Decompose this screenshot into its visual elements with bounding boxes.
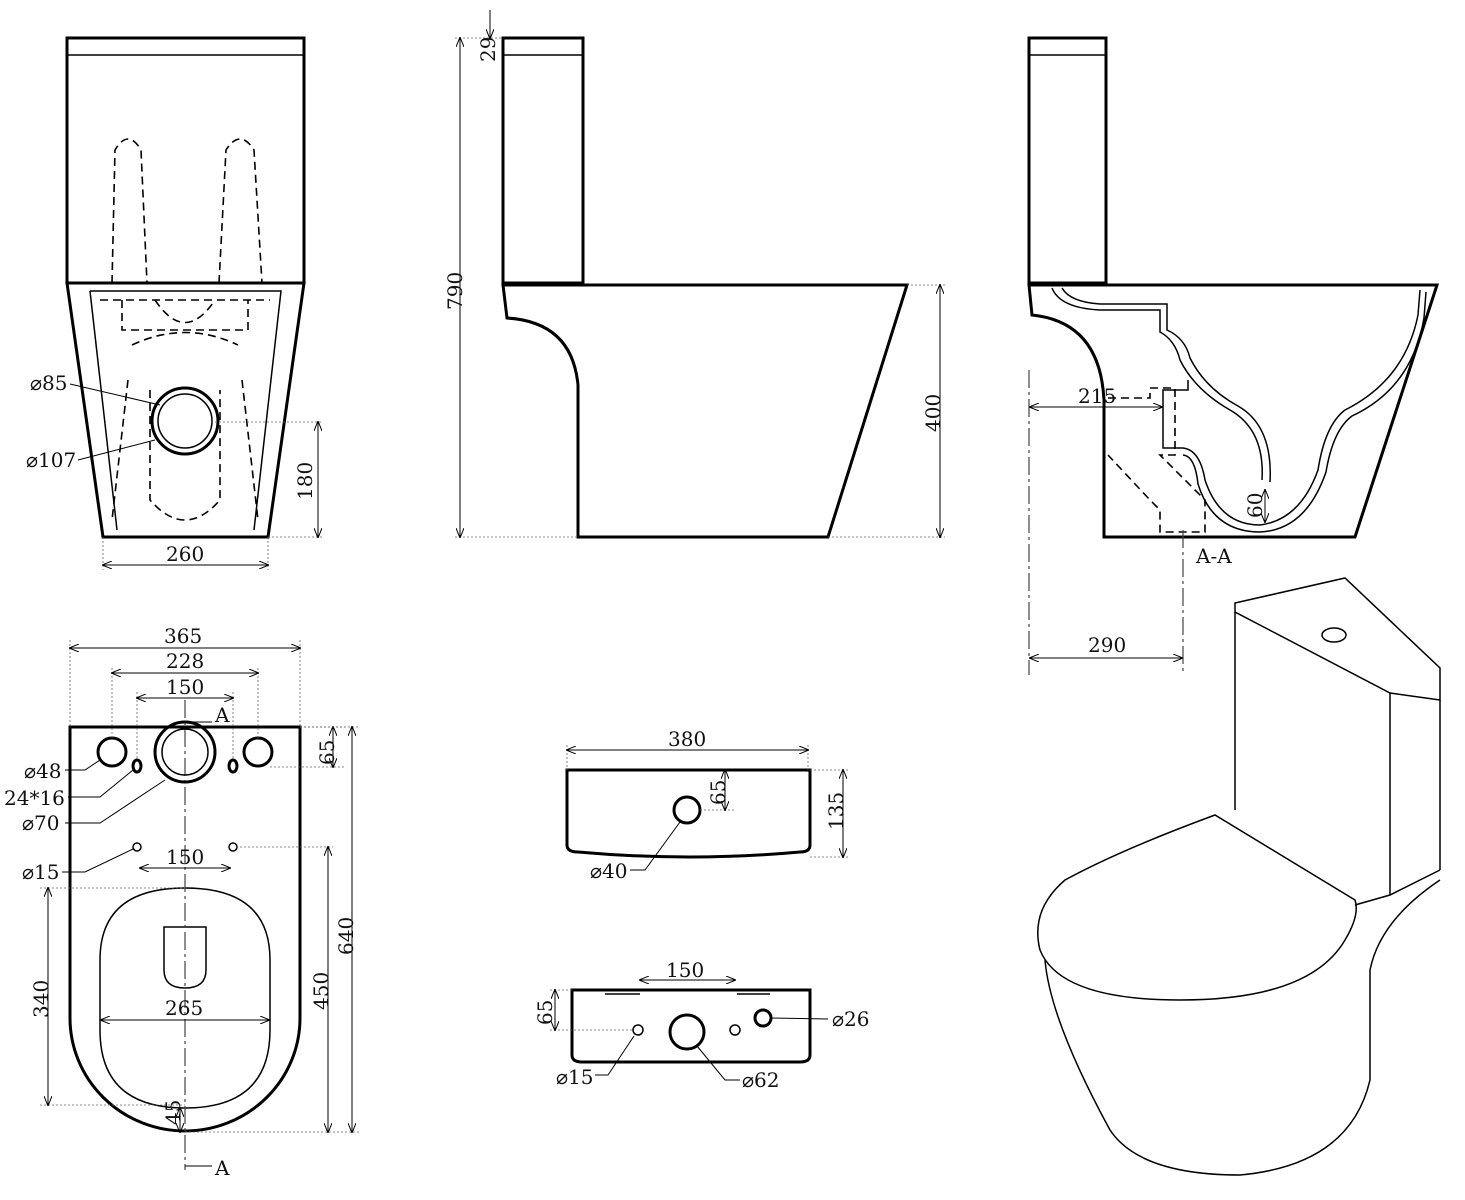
dim-150-mid: 150 (166, 845, 204, 869)
label-hole-48: ⌀48 (24, 759, 62, 783)
isometric-toilet-view (1037, 577, 1441, 1176)
dim-228: 228 (166, 649, 204, 673)
front-view: ⌀85 ⌀107 180 260 (26, 36, 322, 570)
section-mark-top: A (214, 703, 230, 727)
dim-65-tank-bottom: 65 (533, 1000, 557, 1025)
dim-365: 365 (164, 624, 202, 648)
label-hole-70: ⌀70 (22, 811, 60, 835)
dim-380: 380 (668, 727, 706, 751)
dim-150-tank-bottom: 150 (666, 958, 704, 982)
section-mark-bottom: A (214, 1156, 230, 1180)
dim-diameter-85: ⌀85 (30, 371, 68, 395)
side-view: 29 790 400 (443, 10, 945, 539)
dim-diameter-107: ⌀107 (26, 448, 76, 472)
label-hole-15: ⌀15 (22, 860, 60, 884)
section-view: 215 60 A-A 290 (1027, 36, 1440, 675)
dim-150-top: 150 (166, 675, 204, 699)
dim-60: 60 (1243, 493, 1267, 518)
tank-top-view: 380 65 135 ⌀40 (565, 727, 850, 883)
dim-290: 290 (1088, 633, 1126, 657)
label-slot-24x16: 24*16 (4, 786, 65, 810)
dim-450: 450 (309, 972, 333, 1010)
tank-bottom-view: 150 65 ⌀26 ⌀15 ⌀62 (533, 958, 870, 1092)
dim-215: 215 (1078, 384, 1116, 408)
dim-640: 640 (334, 917, 358, 955)
dim-400: 400 (921, 394, 945, 432)
label-hole-62: ⌀62 (742, 1068, 780, 1092)
label-hole-26: ⌀26 (832, 1007, 870, 1031)
plan-view: 365 228 150 A 65 640 450 340 265 150 45 … (4, 624, 360, 1180)
dim-340: 340 (29, 980, 53, 1018)
dim-135: 135 (824, 792, 848, 830)
dim-29: 29 (476, 37, 500, 62)
dim-180: 180 (293, 462, 317, 500)
section-label-a-a: A-A (1195, 544, 1232, 568)
dim-65: 65 (315, 740, 339, 765)
label-hole-40: ⌀40 (590, 859, 628, 883)
dim-790: 790 (443, 272, 467, 310)
dim-265: 265 (165, 996, 203, 1020)
label-hole-15-tank: ⌀15 (556, 1065, 594, 1089)
dim-65-tank-top: 65 (706, 780, 730, 805)
dim-45: 45 (161, 1100, 185, 1125)
dim-260: 260 (166, 542, 204, 566)
